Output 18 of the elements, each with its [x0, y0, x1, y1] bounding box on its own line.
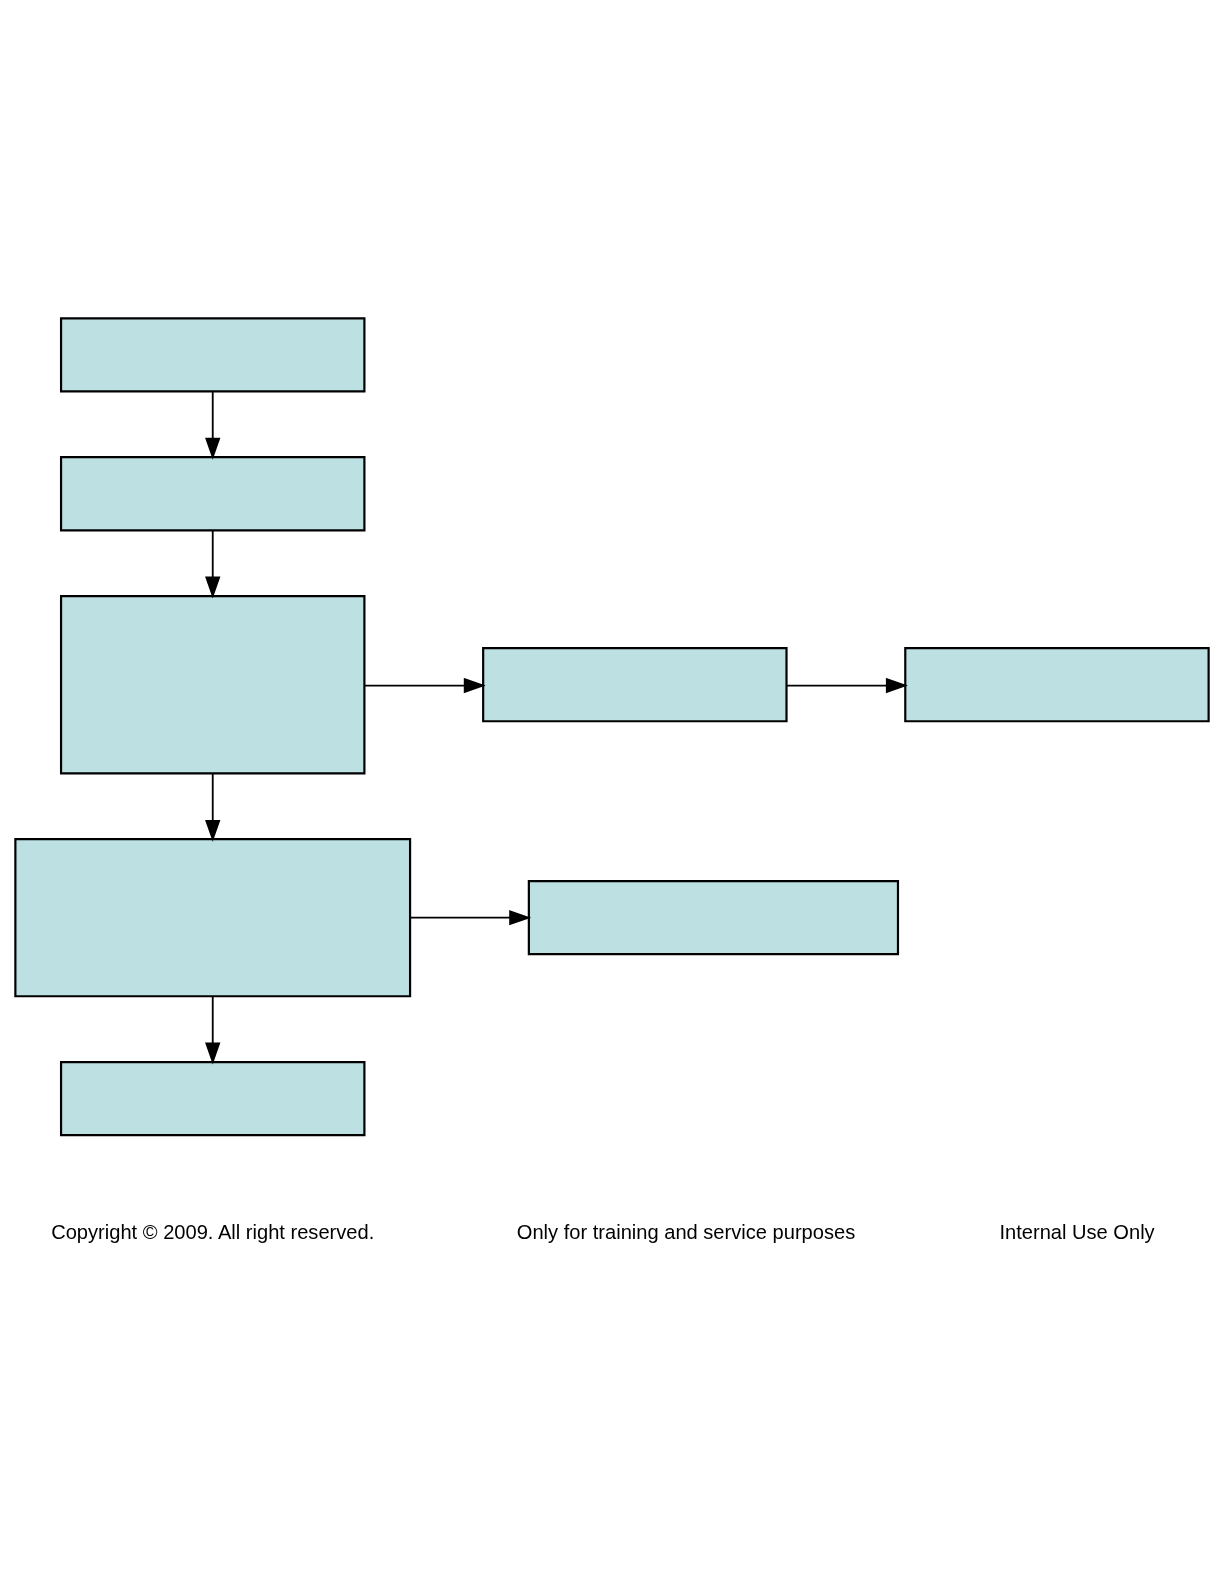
arrow [205, 772, 221, 842]
node-box [59, 1060, 366, 1136]
node-box [14, 837, 412, 997]
arrow [363, 677, 486, 693]
label: Only for training and service purposes [516, 1220, 856, 1243]
label: Copyright © 2009. All right reserved. [51, 1220, 375, 1243]
node-box [482, 646, 788, 722]
node-box [59, 455, 366, 531]
node-box [527, 879, 900, 955]
node-box [59, 594, 366, 774]
label: Internal Use Only [999, 1220, 1155, 1243]
arrow [205, 529, 221, 598]
arrow [205, 390, 221, 460]
node-box [904, 646, 1210, 722]
arrow [409, 909, 532, 925]
node-box [59, 316, 366, 392]
arrow [785, 677, 908, 693]
arrow [205, 995, 221, 1064]
